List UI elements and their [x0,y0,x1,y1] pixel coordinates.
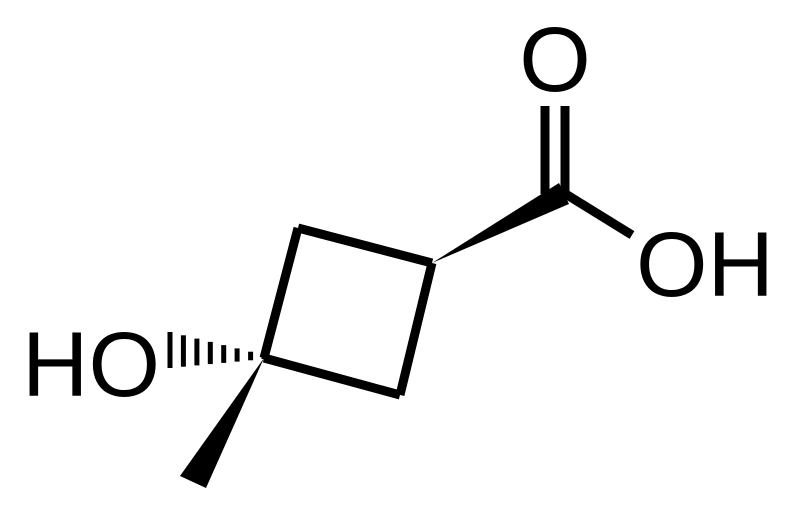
wedge-bond-to-carboxyl [432,183,569,263]
ring-bond-left [259,226,303,360]
cyclobutane-ring [259,223,437,400]
hashed-bond-to-hydroxyl [167,332,267,368]
carbonyl-double-bond [540,106,570,194]
wedge-bond-to-methyl [180,358,264,488]
ring-bond-top [296,223,434,268]
ring-bond-bottom [262,353,402,400]
ring-bond-right [395,261,437,397]
ring-hydroxyl-label: HO [22,314,160,416]
acid-c-o-bond [561,189,635,239]
acid-hydroxyl-label: OH [636,214,774,316]
carbonyl-oxygen-label: O [519,9,591,111]
